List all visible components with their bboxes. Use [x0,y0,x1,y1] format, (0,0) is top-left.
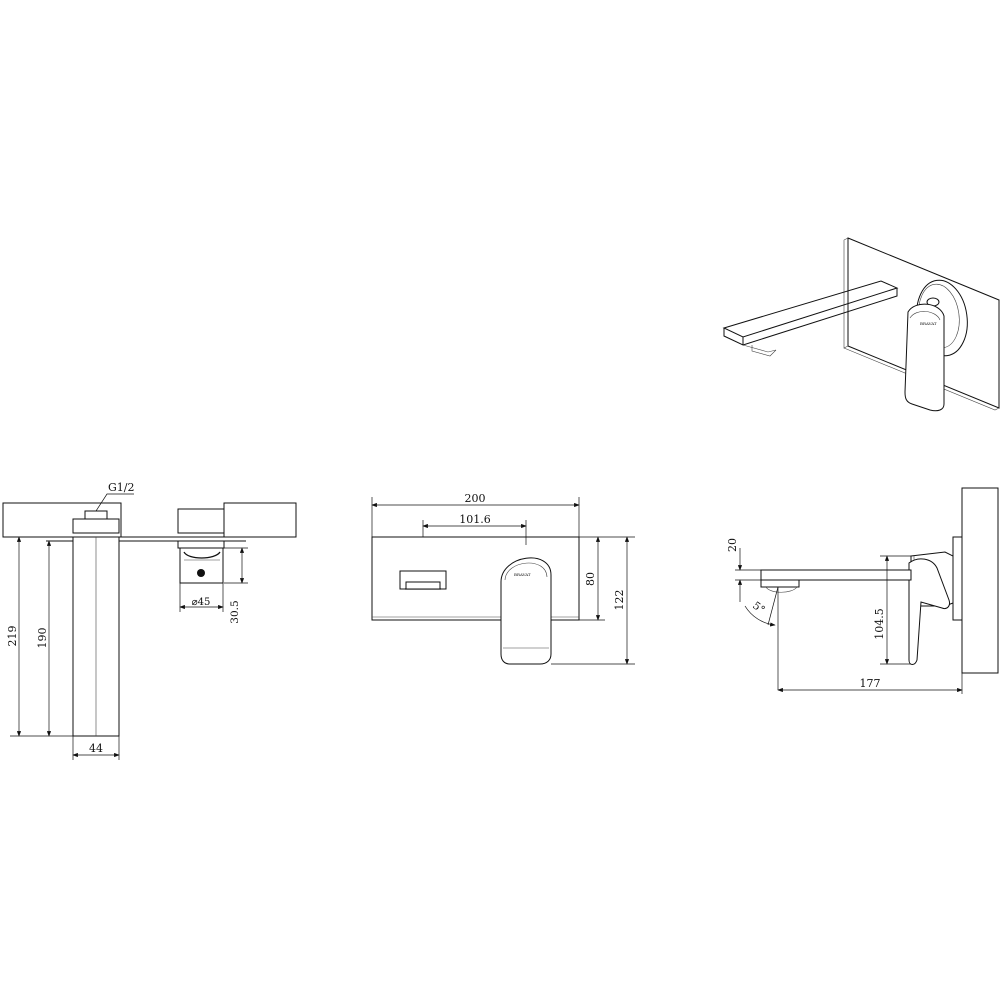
dim-plate-width: 200 [465,492,486,505]
dim-projection: 177 [860,677,881,690]
profile-view: 20 5° 104.5 177 [726,487,999,694]
dim-total-height-front: 122 [613,590,626,611]
thread-label: G1/2 [108,481,135,494]
dim-depth: 30.5 [229,600,241,623]
brand-mark: BRAVAT [514,572,531,577]
dim-plate-height: 80 [584,572,597,586]
dim-body-width: 44 [89,742,103,755]
front-view: BRAVAT 200 101.6 80 122 [371,492,635,665]
dim-spout-offset: 101.6 [459,513,491,526]
dim-body-height: 190 [36,628,49,649]
iso-brand-mark: BRAVAT [920,321,937,326]
dim-angle: 5° [750,600,767,617]
dim-diameter: ⌀45 [192,597,211,608]
side-view: G1/2 219 190 44 ⌀45 30.5 [2,481,297,760]
isometric-view: BRAVAT [722,237,1000,412]
dim-total-height-side: 219 [6,626,19,647]
dim-height: 104.5 [873,608,886,640]
dim-spout-thickness: 20 [726,538,739,552]
